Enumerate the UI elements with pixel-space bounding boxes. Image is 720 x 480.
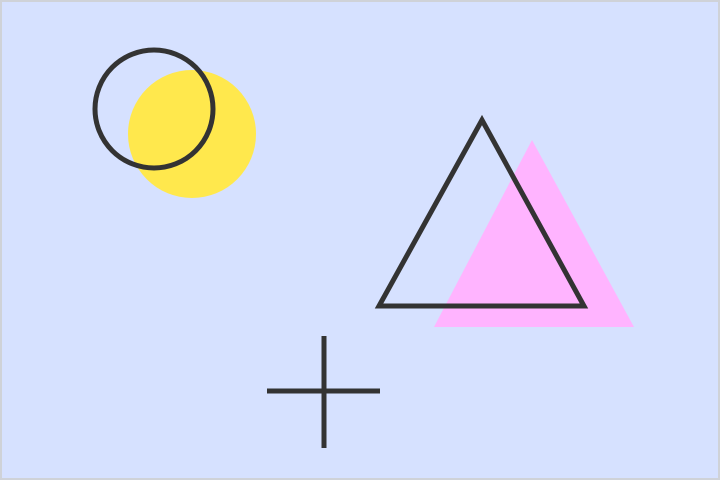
plus-sign (267, 336, 380, 448)
pink-filled-triangle (434, 140, 634, 327)
circle-outline (92, 47, 216, 171)
triangle-outline (374, 114, 589, 309)
yellow-filled-circle (128, 70, 256, 198)
